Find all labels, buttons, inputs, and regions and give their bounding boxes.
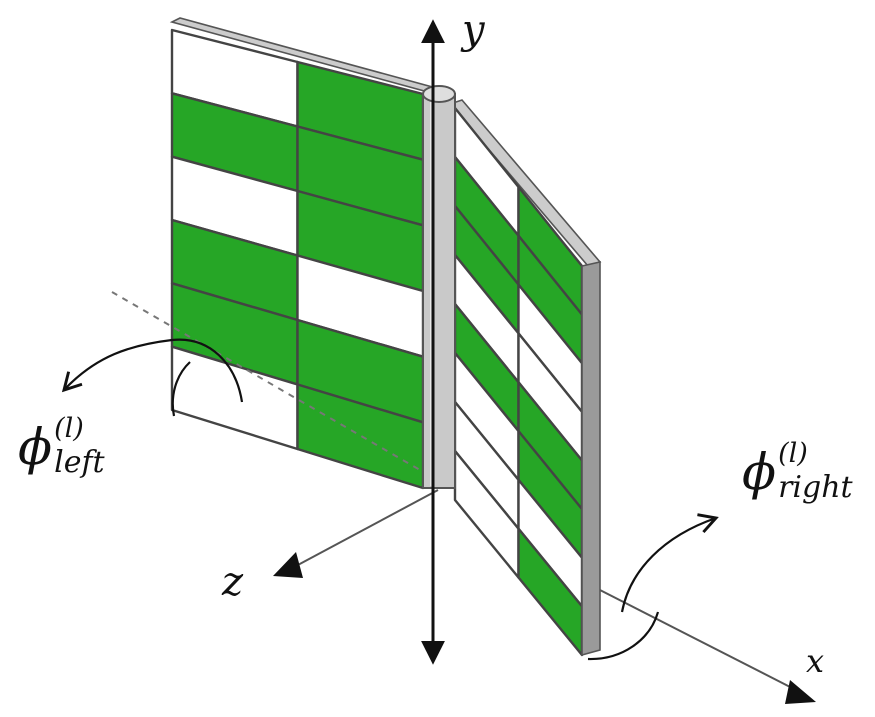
left-rotation-arrow: [61, 338, 244, 403]
left-panel-cells: [170, 28, 425, 490]
right-panel-cells: [453, 106, 584, 657]
left-panel: [169, 17, 439, 490]
phi-right-label: ϕ (l) right: [742, 440, 853, 503]
x-axis-line: [595, 587, 797, 691]
gray-axes: [273, 489, 816, 704]
right-panel-side-edge: [581, 261, 601, 657]
z-axis-label: z: [222, 559, 244, 605]
phi-right-symbol: ϕ: [742, 442, 777, 501]
right-rotation-arrow: [587, 518, 716, 661]
right-panel: [448, 99, 602, 657]
x-axis-label: x: [806, 642, 825, 680]
z-axis-line: [295, 489, 439, 567]
phi-right-subscript: right: [778, 470, 853, 505]
phi-left-symbol: ϕ: [18, 417, 53, 476]
left-rotation-tail: [171, 361, 191, 417]
phi-left-subscript: left: [54, 445, 105, 480]
phi-left-label: ϕ (l) left: [18, 415, 105, 478]
phi-right-superscript: (l): [778, 438, 808, 469]
hinge-rod: [422, 85, 456, 489]
x-axis-arrowhead: [785, 680, 816, 704]
z-axis-arrowhead: [273, 552, 303, 578]
phi-left-superscript: (l): [54, 413, 84, 444]
rod-top-cap: [422, 85, 456, 103]
rod-body: [422, 93, 456, 489]
phi-left-scripts: (l) left: [54, 415, 105, 478]
phi-right-scripts: (l) right: [778, 440, 853, 503]
y-axis-label: y: [462, 7, 485, 53]
